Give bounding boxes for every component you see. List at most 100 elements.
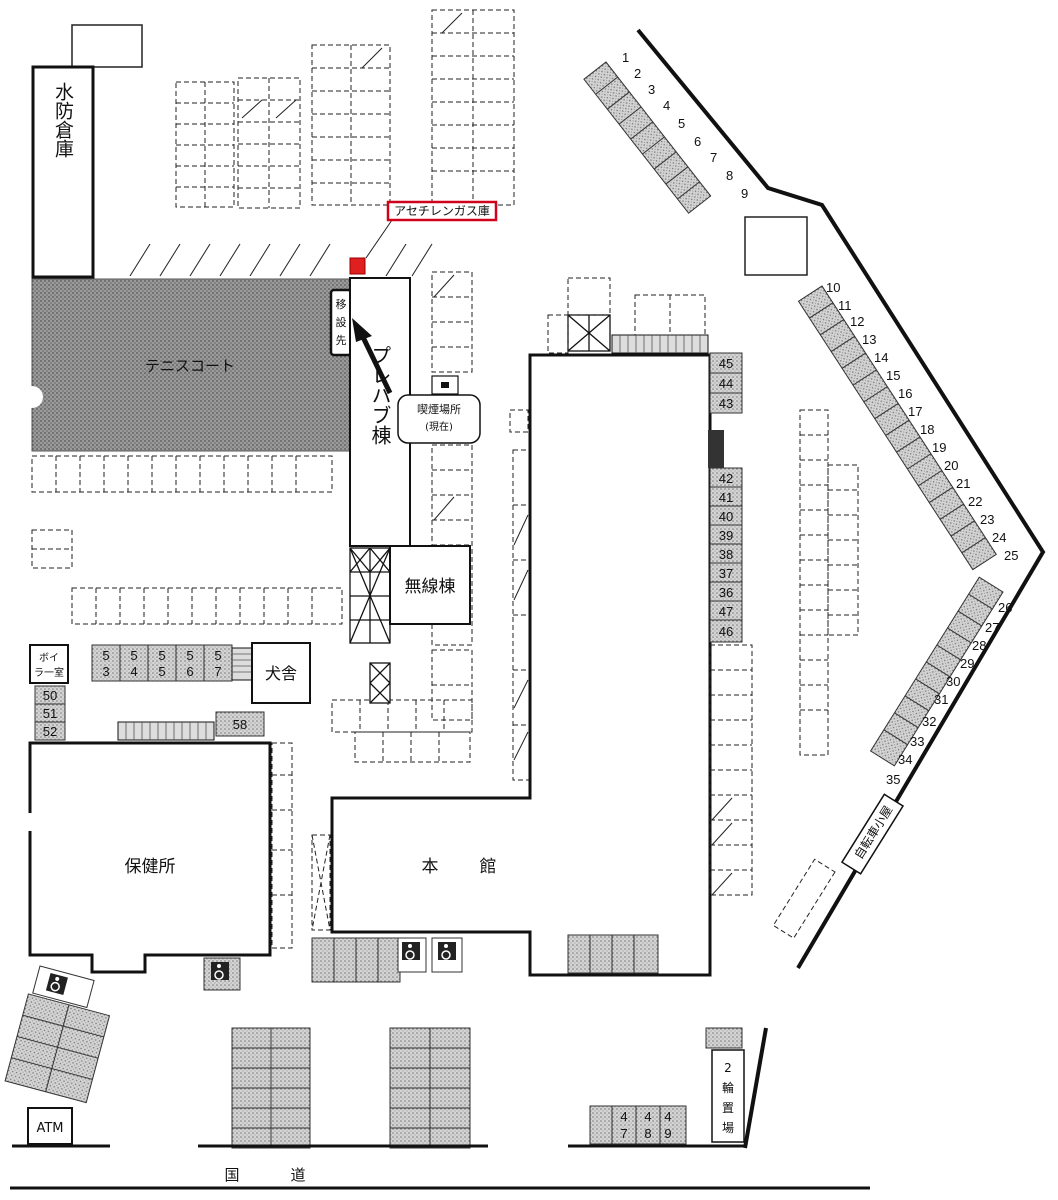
- kokudo-char-2: 道: [290, 1166, 305, 1184]
- nirin-char-4: 場: [722, 1121, 734, 1135]
- ne-lot-a: [583, 61, 712, 214]
- stall-38: 38: [719, 547, 733, 562]
- stall-55-bottom: 5: [158, 664, 165, 679]
- isetsu-char-1: 移: [336, 298, 347, 311]
- bottom-stalls-lines: [611, 1106, 661, 1144]
- stall-30: 30: [946, 674, 960, 689]
- hokenjo-notch: [21, 813, 39, 831]
- honkan-char-2: 館: [480, 857, 497, 877]
- south-lot-left: [231, 1027, 311, 1149]
- suibou-label: 水防倉庫: [52, 82, 74, 158]
- stall-28: 28: [972, 638, 986, 653]
- stall-3: 3: [648, 82, 655, 97]
- dog-row-stalls: [91, 644, 233, 682]
- stall-49-bottom: 9: [664, 1126, 671, 1141]
- hokenjo-stairs-lines: [125, 722, 207, 740]
- stall-18: 18: [920, 422, 934, 437]
- south-stalls-left-lines: [333, 938, 379, 982]
- stall-35: 35: [886, 772, 900, 787]
- smoking-area: [397, 394, 481, 444]
- stall-40: 40: [719, 509, 733, 524]
- kenja-label: 犬舎: [265, 664, 297, 683]
- stall-15: 15: [886, 368, 900, 383]
- nirin-char-1: 2: [724, 1061, 732, 1075]
- stall-2: 2: [634, 66, 641, 81]
- stall-9: 9: [741, 186, 748, 201]
- stall-51: 51: [43, 706, 57, 721]
- stall-39: 39: [719, 528, 733, 543]
- stall-47b-top: 4: [620, 1109, 627, 1124]
- stall-17: 17: [908, 404, 922, 419]
- acetylene-label-box: [386, 200, 498, 222]
- hatch-marks-top: [129, 12, 463, 277]
- stall-48-top: 4: [644, 1109, 651, 1124]
- stall-10: 10: [826, 280, 840, 295]
- stall-42: 42: [719, 471, 733, 486]
- ne-lot-b: [797, 285, 997, 571]
- acetylene-leader: [365, 219, 393, 259]
- stall-16: 16: [898, 386, 912, 401]
- atm-box: [27, 1107, 73, 1145]
- stall-29: 29: [960, 656, 974, 671]
- south-stalls-right: [567, 934, 659, 974]
- stall-37: 37: [719, 566, 733, 581]
- relocation-arrow: [352, 318, 393, 395]
- boiler-room: [29, 644, 69, 684]
- smoking-label: 喫煙場所: [417, 403, 461, 416]
- wheelchair-icon: [203, 957, 241, 991]
- stall-21: 21: [956, 476, 970, 491]
- parking-grid-top-left: [175, 9, 515, 209]
- musen-label: 無線棟: [405, 577, 456, 597]
- east-stalls: [709, 352, 743, 643]
- parking-east-of-hokenjo: [271, 742, 331, 949]
- acetylene-label: アセチレンガス庫: [394, 204, 490, 218]
- crossed-boxes: [349, 314, 611, 704]
- kenja-building: [251, 642, 311, 704]
- stall-31: 31: [934, 692, 948, 707]
- tennis-court: [31, 278, 351, 452]
- parking-north-of-honkan: [547, 277, 706, 354]
- sw-lot: [4, 965, 111, 1104]
- stall-45: 45: [719, 356, 733, 371]
- wheelchair-icon: [438, 942, 456, 960]
- stall-34: 34: [898, 752, 912, 767]
- stall-55-top: 5: [158, 648, 165, 663]
- stall-6: 6: [694, 134, 701, 149]
- stall-25: 25: [1004, 548, 1018, 563]
- stall-22: 22: [968, 494, 982, 509]
- hatch-marks-center: [433, 274, 529, 761]
- bicycle-shed: [840, 793, 905, 875]
- door-icon-inner: [441, 382, 449, 388]
- acetylene-marker: [349, 257, 366, 275]
- parking-row-below-tennis: [31, 455, 343, 625]
- stall-24: 24: [992, 530, 1006, 545]
- stall-44: 44: [719, 376, 733, 391]
- tennis-label: テニスコート: [145, 357, 235, 375]
- perimeter-road: [636, 28, 1046, 970]
- nirin-top: [705, 1027, 743, 1049]
- boiler-label-1: ボイ: [39, 652, 59, 664]
- kenja-stairs: [231, 647, 253, 681]
- kokudo-char-1: 国: [224, 1166, 239, 1184]
- stall-57-top: 5: [214, 648, 221, 663]
- stall-14: 14: [874, 350, 888, 365]
- stall-47: 47: [719, 604, 733, 619]
- stall-57-bottom: 7: [214, 664, 221, 679]
- stall-13: 13: [862, 332, 876, 347]
- stall-58-box: [215, 711, 265, 737]
- nirin-char-3: 置: [722, 1101, 734, 1115]
- south-lot-right: [389, 1027, 471, 1149]
- bottom-stalls: [589, 1105, 687, 1145]
- prefab-label: プレハブ棟: [368, 345, 392, 445]
- honkan-entrance: [708, 430, 724, 468]
- stall-26: 26: [998, 600, 1012, 615]
- parking-east-column: [709, 409, 859, 896]
- wheelchair-icon: [402, 942, 420, 960]
- honkan-stairs-lines: [619, 335, 701, 353]
- stall-11: 11: [838, 298, 852, 313]
- isetsu-char-3: 先: [336, 334, 347, 347]
- boiler-stalls: [34, 685, 66, 741]
- boiler-label-2: ラ一室: [34, 666, 64, 679]
- stall-53-bottom: 3: [102, 664, 109, 679]
